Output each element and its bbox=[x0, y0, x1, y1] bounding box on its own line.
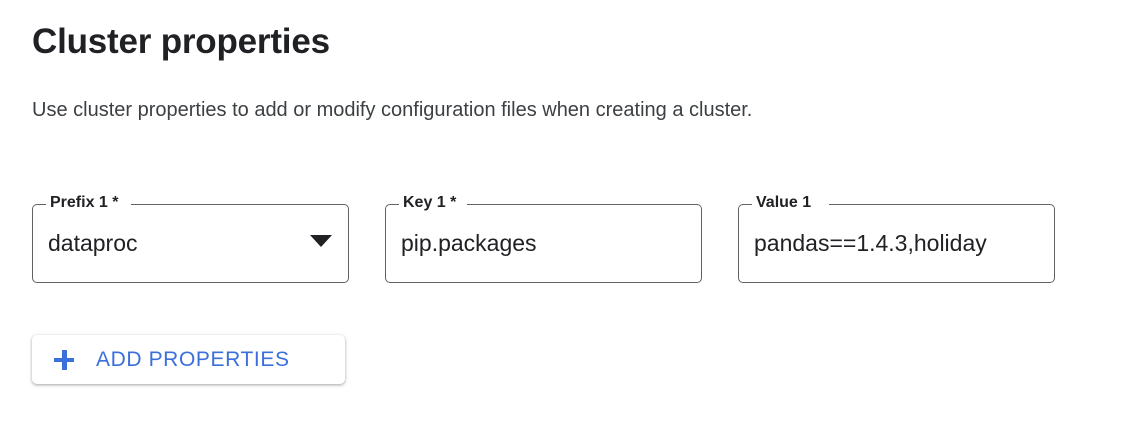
key-1-label: Key 1 * bbox=[399, 193, 461, 213]
prefix-1-value[interactable]: dataproc bbox=[48, 230, 138, 256]
prefix-1-label: Prefix 1 * bbox=[46, 193, 123, 213]
chevron-down-icon[interactable] bbox=[310, 235, 332, 247]
value-1-label: Value 1 bbox=[752, 193, 816, 213]
page-title: Cluster properties bbox=[32, 22, 330, 61]
add-properties-button[interactable]: ADD PROPERTIES bbox=[32, 335, 345, 384]
key-1-field[interactable]: Key 1 * pip.packages bbox=[385, 193, 702, 283]
properties-row: Prefix 1 * dataproc Key 1 * pip.packages… bbox=[32, 193, 1092, 284]
key-1-value[interactable]: pip.packages bbox=[401, 230, 537, 256]
value-1-field[interactable]: Value 1 pandas==1.4.3,holiday bbox=[738, 193, 1055, 283]
prefix-1-field[interactable]: Prefix 1 * dataproc bbox=[32, 193, 349, 283]
value-1-value[interactable]: pandas==1.4.3,holiday bbox=[754, 230, 987, 256]
add-properties-button-label: ADD PROPERTIES bbox=[96, 347, 290, 371]
plus-icon bbox=[54, 349, 74, 370]
page-description: Use cluster properties to add or modify … bbox=[32, 99, 753, 121]
